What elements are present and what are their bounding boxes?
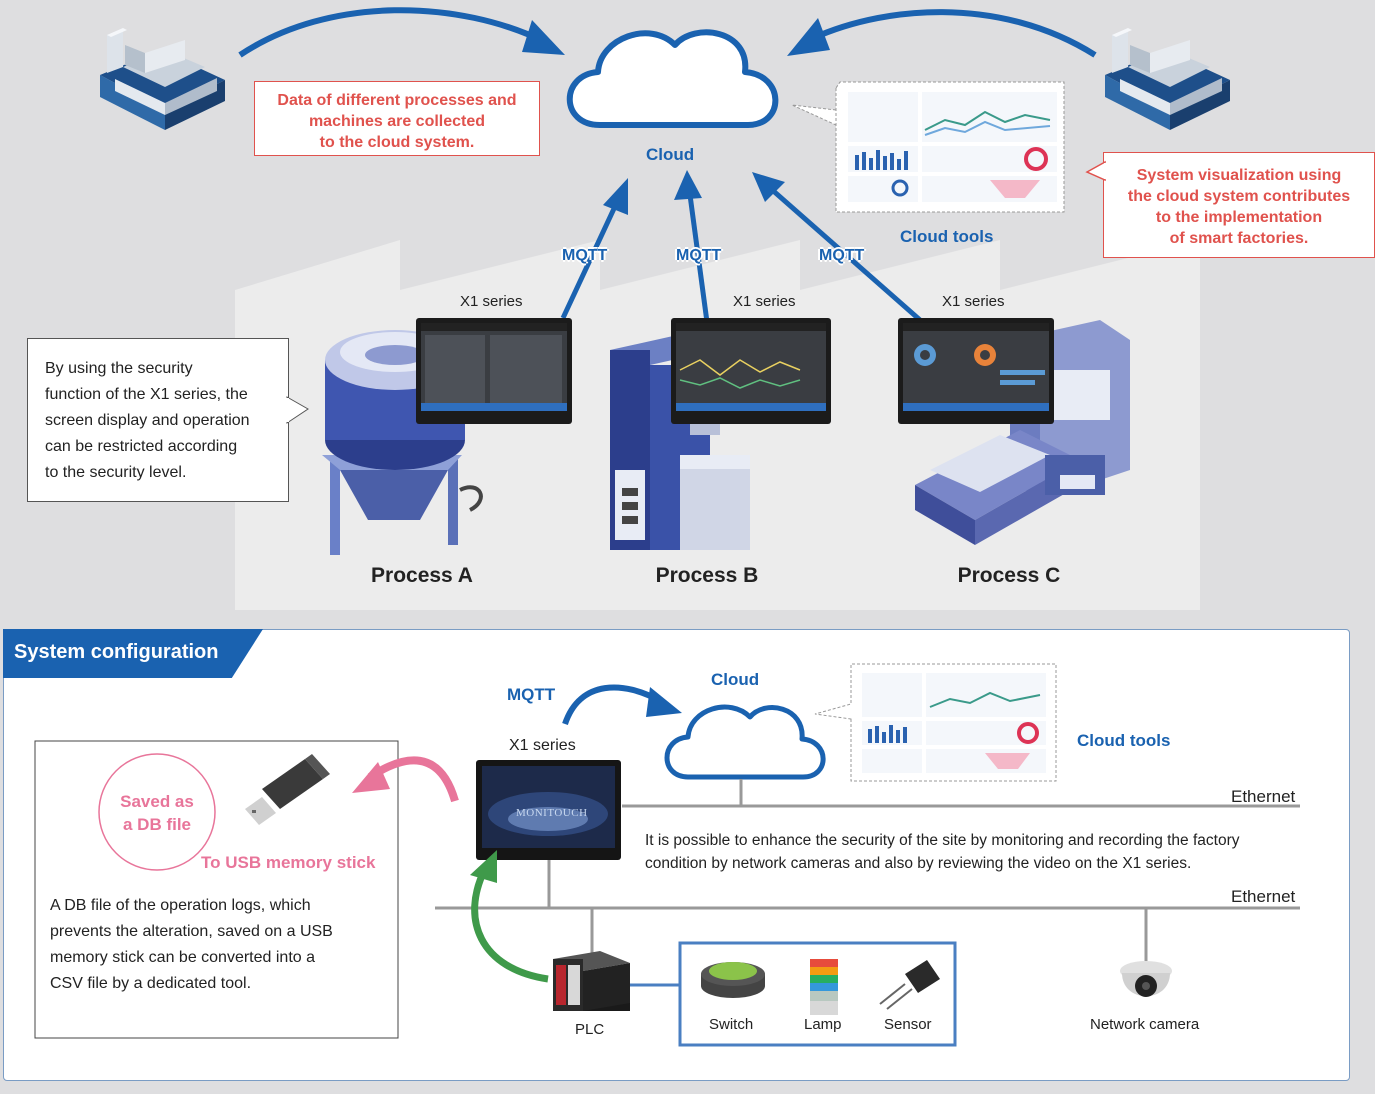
machine-process-a [322, 330, 483, 555]
ethernet-label-1: Ethernet [1231, 787, 1296, 806]
network-camera-label: Network camera [1090, 1016, 1200, 1033]
lamp-icon [810, 959, 838, 1015]
config-x1-series-label: X1 series [509, 737, 576, 754]
usb-stick-icon [245, 754, 330, 825]
dashboard-icon [791, 81, 1065, 213]
sensor-icon [879, 960, 940, 1010]
switch-icon [701, 962, 765, 998]
monitouch-logo: MONITOUCH [516, 807, 588, 819]
callout-visualization: System visualization using the cloud sys… [1103, 152, 1375, 258]
network-camera-icon [1120, 961, 1172, 997]
arrow-left-factory-to-cloud [238, 7, 547, 58]
camera-note: It is possible to enhance the security o… [645, 832, 1240, 872]
mqtt-label-b: MQTT [676, 247, 722, 264]
series-label-a: X1 series [460, 293, 523, 310]
lamp-label: Lamp [804, 1016, 842, 1033]
plc-label: PLC [575, 1021, 605, 1038]
cloud-tools-label: Cloud tools [900, 227, 994, 246]
cloud-label: Cloud [646, 145, 695, 164]
dashboard-icon [814, 663, 1057, 782]
config-diagram-graphics [34, 663, 1300, 1047]
process-b-label: Process B [655, 564, 759, 587]
top-diagram-graphics [100, 7, 1230, 610]
cloud-icon [664, 704, 826, 780]
hmi-screen-icon [416, 318, 572, 424]
ethernet-label-2: Ethernet [1231, 887, 1296, 906]
hmi-screen-icon [898, 318, 1054, 424]
factory-icon [100, 28, 225, 130]
config-cloud-label: Cloud [711, 670, 760, 689]
saved-db-bubble: Saved as a DB file [120, 792, 194, 834]
process-a-label: Process A [371, 564, 473, 587]
switch-label: Switch [709, 1016, 754, 1033]
factory-icon [1105, 28, 1230, 130]
hmi-screen-icon [476, 760, 621, 860]
callout-data-collection: Data of different processes and machines… [254, 81, 540, 156]
usb-label: To USB memory stick [201, 853, 376, 872]
system-configuration-tab [3, 629, 263, 678]
callout-pointer [1085, 160, 1107, 182]
series-label-b: X1 series [733, 293, 796, 310]
sensor-label: Sensor [884, 1016, 932, 1033]
hmi-screen-icon [671, 318, 831, 424]
mqtt-label-c: MQTT [819, 247, 865, 264]
cloud-icon [566, 29, 779, 128]
config-mqtt-label: MQTT [507, 685, 556, 704]
plc-icon [553, 951, 630, 1011]
db-note: A DB file of the operation logs, which p… [50, 897, 333, 992]
series-label-c: X1 series [942, 293, 1005, 310]
arrow-right-factory-to-cloud [803, 9, 1097, 58]
security-note: By using the security function of the X1… [27, 338, 289, 502]
process-c-label: Process C [957, 564, 1061, 587]
note-pointer [286, 396, 309, 424]
system-configuration-title: System configuration [14, 641, 219, 663]
mqtt-label-a: MQTT [562, 247, 608, 264]
config-cloud-tools-label: Cloud tools [1077, 731, 1171, 750]
